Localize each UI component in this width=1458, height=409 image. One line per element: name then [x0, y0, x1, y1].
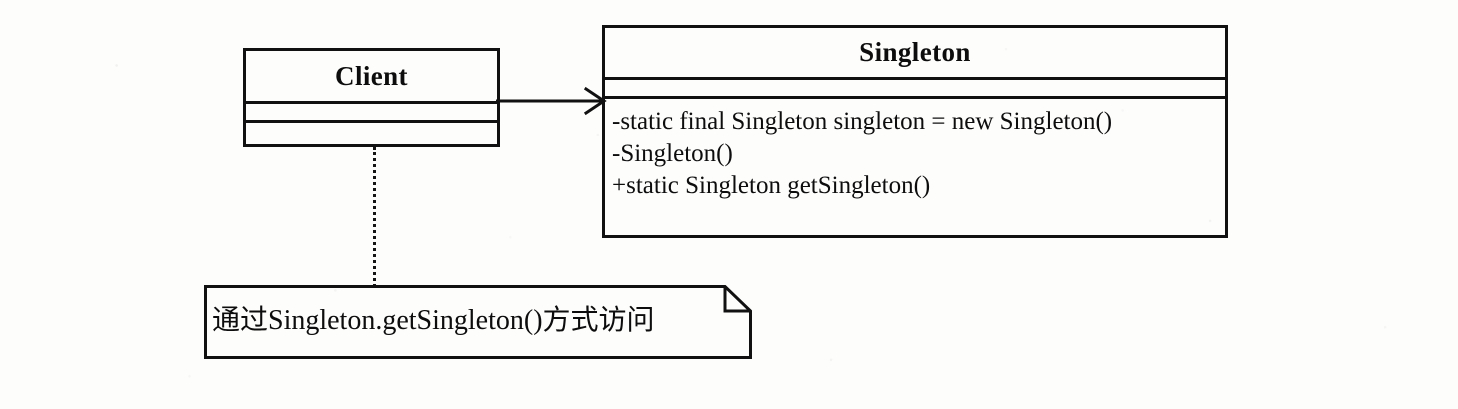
note-folded-corner-icon: [723, 286, 751, 313]
singleton-member-getter: +static Singleton getSingleton(): [612, 172, 931, 199]
client-operations-compartment: [246, 123, 497, 144]
singleton-member-field: -static final Singleton singleton = new …: [612, 108, 1113, 135]
singleton-class-name: Singleton: [859, 37, 971, 67]
client-class-box[interactable]: Client: [243, 48, 500, 147]
singleton-member-constructor: -Singleton(): [612, 140, 733, 167]
note-box[interactable]: [204, 285, 752, 359]
singleton-operations-compartment: -static final Singleton singleton = new …: [605, 99, 1225, 202]
singleton-title-compartment: Singleton: [605, 28, 1225, 80]
client-attributes-compartment: [246, 104, 497, 123]
singleton-class-box[interactable]: Singleton -static final Singleton single…: [602, 25, 1228, 238]
association-arrow-client-to-singleton[interactable]: [496, 78, 608, 124]
note-connector-dotted-line: [373, 147, 376, 287]
open-arrowhead-icon: [583, 86, 607, 116]
note-text: 通过Singleton.getSingleton()方式访问: [212, 305, 655, 336]
client-title-compartment: Client: [246, 51, 497, 104]
client-class-name: Client: [335, 61, 408, 91]
singleton-attributes-compartment: [605, 80, 1225, 99]
